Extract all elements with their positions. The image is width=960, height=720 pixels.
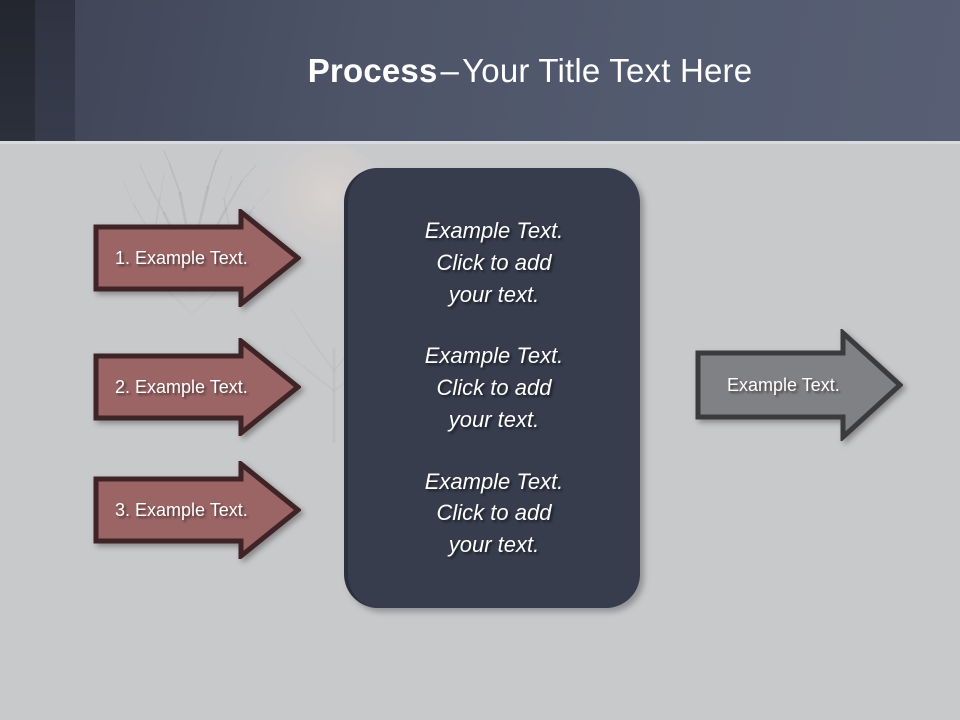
step-arrow-2[interactable]: 2. Example Text. — [93, 338, 301, 436]
header-accent-band-dark — [0, 0, 35, 143]
page-title-dash: – — [440, 51, 460, 89]
center-content-panel[interactable]: Example Text. Click to add your text. Ex… — [344, 168, 640, 608]
arrow-right-icon — [93, 209, 301, 307]
page-title: Process – Your Title Text Here — [120, 0, 940, 141]
step-arrow-1[interactable]: 1. Example Text. — [93, 209, 301, 307]
step-arrow-3[interactable]: 3. Example Text. — [93, 461, 301, 559]
arrow-right-icon — [695, 329, 903, 441]
outcome-arrow[interactable]: Example Text. — [695, 329, 903, 441]
panel-text-block-2: Example Text. Click to add your text. — [424, 343, 564, 432]
page-title-rest: Your Title Text Here — [462, 51, 753, 89]
arrow-right-icon — [93, 338, 301, 436]
page-title-bold: Process — [307, 51, 438, 89]
slide-header: Process – Your Title Text Here — [0, 0, 960, 143]
panel-text-block-3: Example Text. Click to add your text. — [424, 468, 564, 557]
panel-text-block-1: Example Text. Click to add your text. — [424, 218, 564, 307]
arrow-right-icon — [93, 461, 301, 559]
header-accent-band-mid — [35, 0, 75, 143]
header-divider — [0, 141, 960, 144]
